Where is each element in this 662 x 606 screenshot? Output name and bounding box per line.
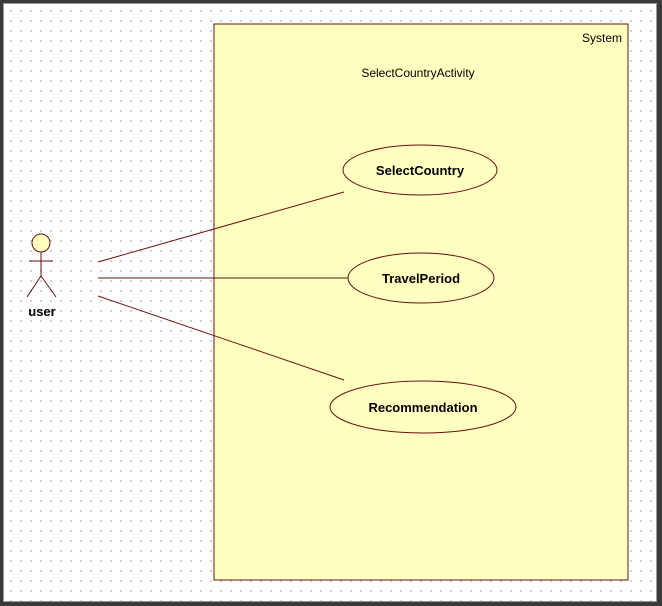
actor-user[interactable]: user xyxy=(26,233,57,319)
system-subtitle: SelectCountryActivity xyxy=(361,66,474,80)
use-case-label: SelectCountry xyxy=(376,163,465,178)
use-case-ellipse xyxy=(347,252,495,304)
actor-right-leg xyxy=(40,275,57,298)
association-line-recommendation[interactable] xyxy=(97,295,345,381)
use-case-travelperiod[interactable]: TravelPeriod xyxy=(347,252,495,304)
use-case-selectcountry[interactable]: SelectCountry xyxy=(342,144,498,196)
system-name: System xyxy=(582,31,622,45)
use-case-ellipse xyxy=(342,144,498,196)
use-case-label: Recommendation xyxy=(368,400,477,415)
actor-left-leg xyxy=(26,275,42,298)
use-case-label: TravelPeriod xyxy=(382,271,460,286)
association-line-selectcountry[interactable] xyxy=(97,191,345,263)
use-case-recommendation[interactable]: Recommendation xyxy=(329,380,517,434)
actor-name: user xyxy=(28,304,55,319)
actor-head-icon xyxy=(31,233,51,253)
use-case-ellipse xyxy=(329,380,517,434)
